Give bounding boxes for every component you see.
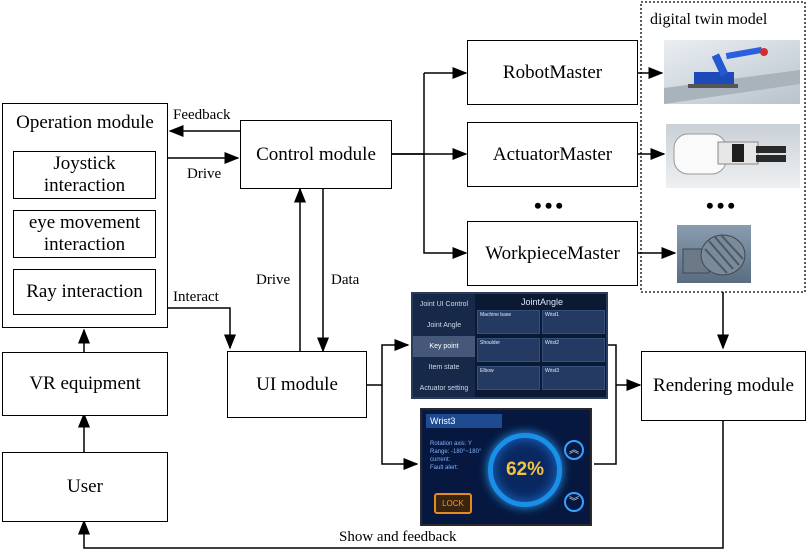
eye-movement-interaction: eye movement interaction (13, 210, 156, 258)
control-module: Control module (240, 120, 392, 189)
joint-menu-item[interactable]: Actuator setting (419, 385, 469, 392)
joint-menu-item[interactable]: Item state (428, 364, 460, 371)
joint-menu: Joint UI Control Joint Angle Key point I… (413, 294, 475, 397)
robot-master: RobotMaster (467, 40, 638, 105)
gear-workpiece-render (677, 225, 751, 283)
joint-menu-item[interactable]: Key point (413, 336, 475, 357)
ui-module: UI module (227, 351, 367, 418)
joint-card: Machine base (477, 310, 540, 334)
joint-panel-title: JointAngle (520, 297, 564, 307)
joint-angle-panel: Joint UI Control Joint Angle Key point I… (411, 292, 608, 399)
chevron-down-icon[interactable]: ︾ (564, 492, 584, 512)
lock-button[interactable]: LOCK (434, 493, 472, 514)
show-feedback-arrow (78, 421, 724, 549)
control-to-masters (392, 73, 425, 155)
feedback-label: Feedback (173, 107, 231, 123)
joint-card: Wrist1 (542, 310, 605, 334)
wrist3-header: Wrist3 (426, 414, 502, 428)
interact-label: Interact (173, 289, 219, 305)
drive-label-2: Drive (256, 272, 291, 288)
workpiece-master: WorkpieceMaster (467, 221, 638, 286)
rendering-module: Rendering module (641, 351, 806, 421)
digital-twin-title: digital twin model (650, 11, 768, 28)
operation-module-label: Operation module (16, 112, 154, 133)
interact-arrow (167, 307, 236, 350)
chevron-up-icon[interactable]: ︽ (564, 440, 584, 460)
robot-arm-render (664, 40, 800, 104)
joint-card: Wrist2 (542, 338, 605, 362)
wrist3-info: Rotation axis: Y Range: -180°~180° curre… (430, 441, 482, 471)
progress-percent: 62% (505, 459, 545, 480)
user: User (2, 452, 168, 522)
wrist3-panel: Wrist3 Rotation axis: Y Range: -180°~180… (420, 408, 592, 526)
progress-ring (488, 433, 562, 507)
joint-card: Shoulder (477, 338, 540, 362)
vr-equipment: VR equipment (2, 352, 168, 416)
drive-label-1: Drive (187, 166, 222, 182)
actuator-master: ActuatorMaster (467, 122, 638, 187)
masters-ellipsis: ••• (534, 193, 567, 218)
twin-ellipsis: ••• (706, 193, 739, 218)
data-label: Data (331, 272, 360, 288)
joint-menu-item[interactable]: Joint Angle (426, 322, 462, 329)
ray-interaction: Ray interaction (13, 269, 156, 315)
show-feedback-label: Show and feedback (339, 529, 457, 545)
joint-card: Elbow (477, 366, 540, 390)
actuator-gripper-render (666, 124, 800, 188)
joystick-interaction: Joystick interaction (13, 151, 156, 199)
joint-card: Wrist3 (542, 366, 605, 390)
joint-menu-item[interactable]: Joint UI Control (419, 301, 469, 308)
